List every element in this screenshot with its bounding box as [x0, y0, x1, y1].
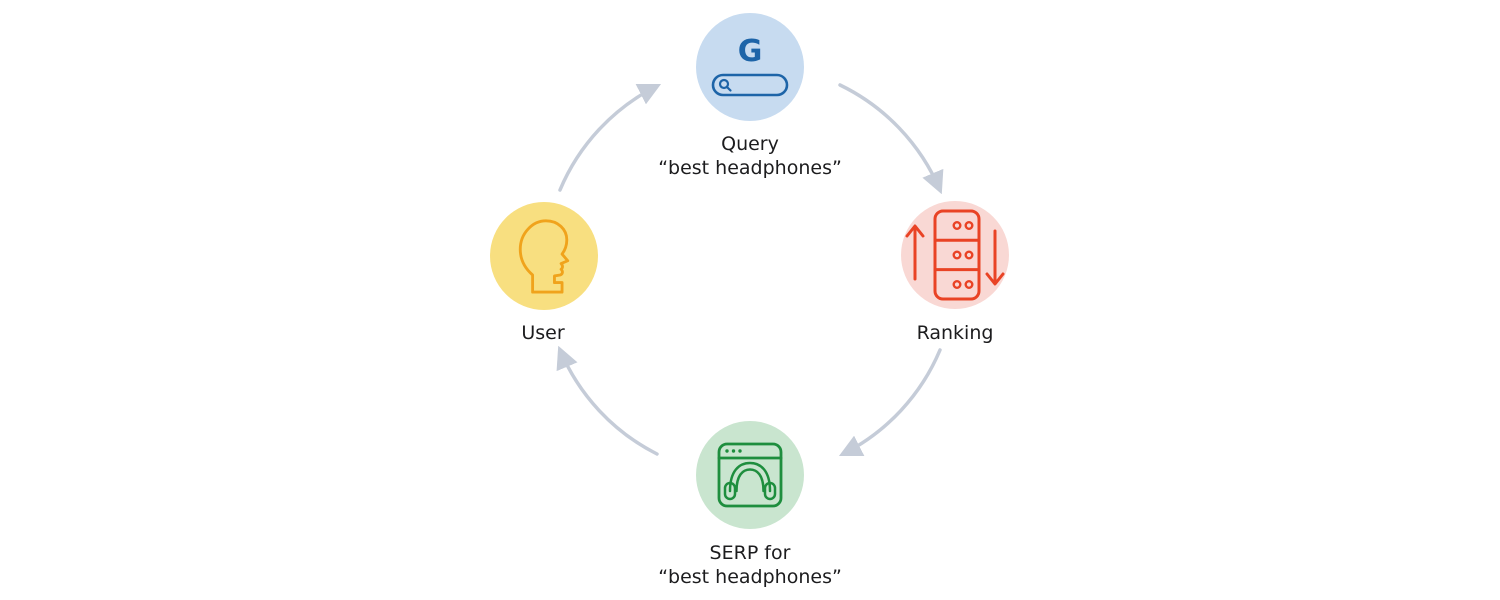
query-label-line1: Query	[721, 133, 779, 155]
up-arrow-icon	[905, 224, 925, 281]
query-label-line2: “best headphones”	[658, 157, 842, 179]
user-label: User	[443, 321, 643, 345]
arrow-serp-to-user	[556, 345, 659, 456]
user-label-text: User	[521, 322, 565, 344]
serp-label-line2: “best headphones”	[658, 566, 842, 588]
serp-label: SERP for “best headphones”	[600, 541, 900, 589]
serp-circle	[696, 421, 804, 529]
browser-headphones-icon	[717, 442, 783, 508]
ranking-label: Ranking	[855, 321, 1055, 345]
person-head-icon	[518, 219, 570, 294]
ranking-circle	[901, 201, 1009, 309]
node-serp	[696, 421, 804, 529]
headphones-glyph	[723, 461, 777, 501]
arrow-user-to-query	[558, 83, 662, 192]
node-query: G	[696, 13, 804, 121]
query-label: Query “best headphones”	[600, 132, 900, 180]
search-bar-icon	[711, 73, 789, 97]
arrow-query-to-ranking	[838, 83, 944, 195]
serp-label-line1: SERP for	[709, 542, 791, 564]
user-circle	[490, 202, 598, 310]
ranking-label-text: Ranking	[916, 322, 994, 344]
query-circle: G	[696, 13, 804, 121]
down-arrow-icon	[985, 229, 1005, 286]
arrow-ranking-to-serp	[838, 348, 942, 457]
node-user	[490, 202, 598, 310]
server-ranking-icon	[905, 209, 1005, 301]
node-ranking	[901, 201, 1009, 309]
google-g-letter: G	[737, 34, 763, 69]
